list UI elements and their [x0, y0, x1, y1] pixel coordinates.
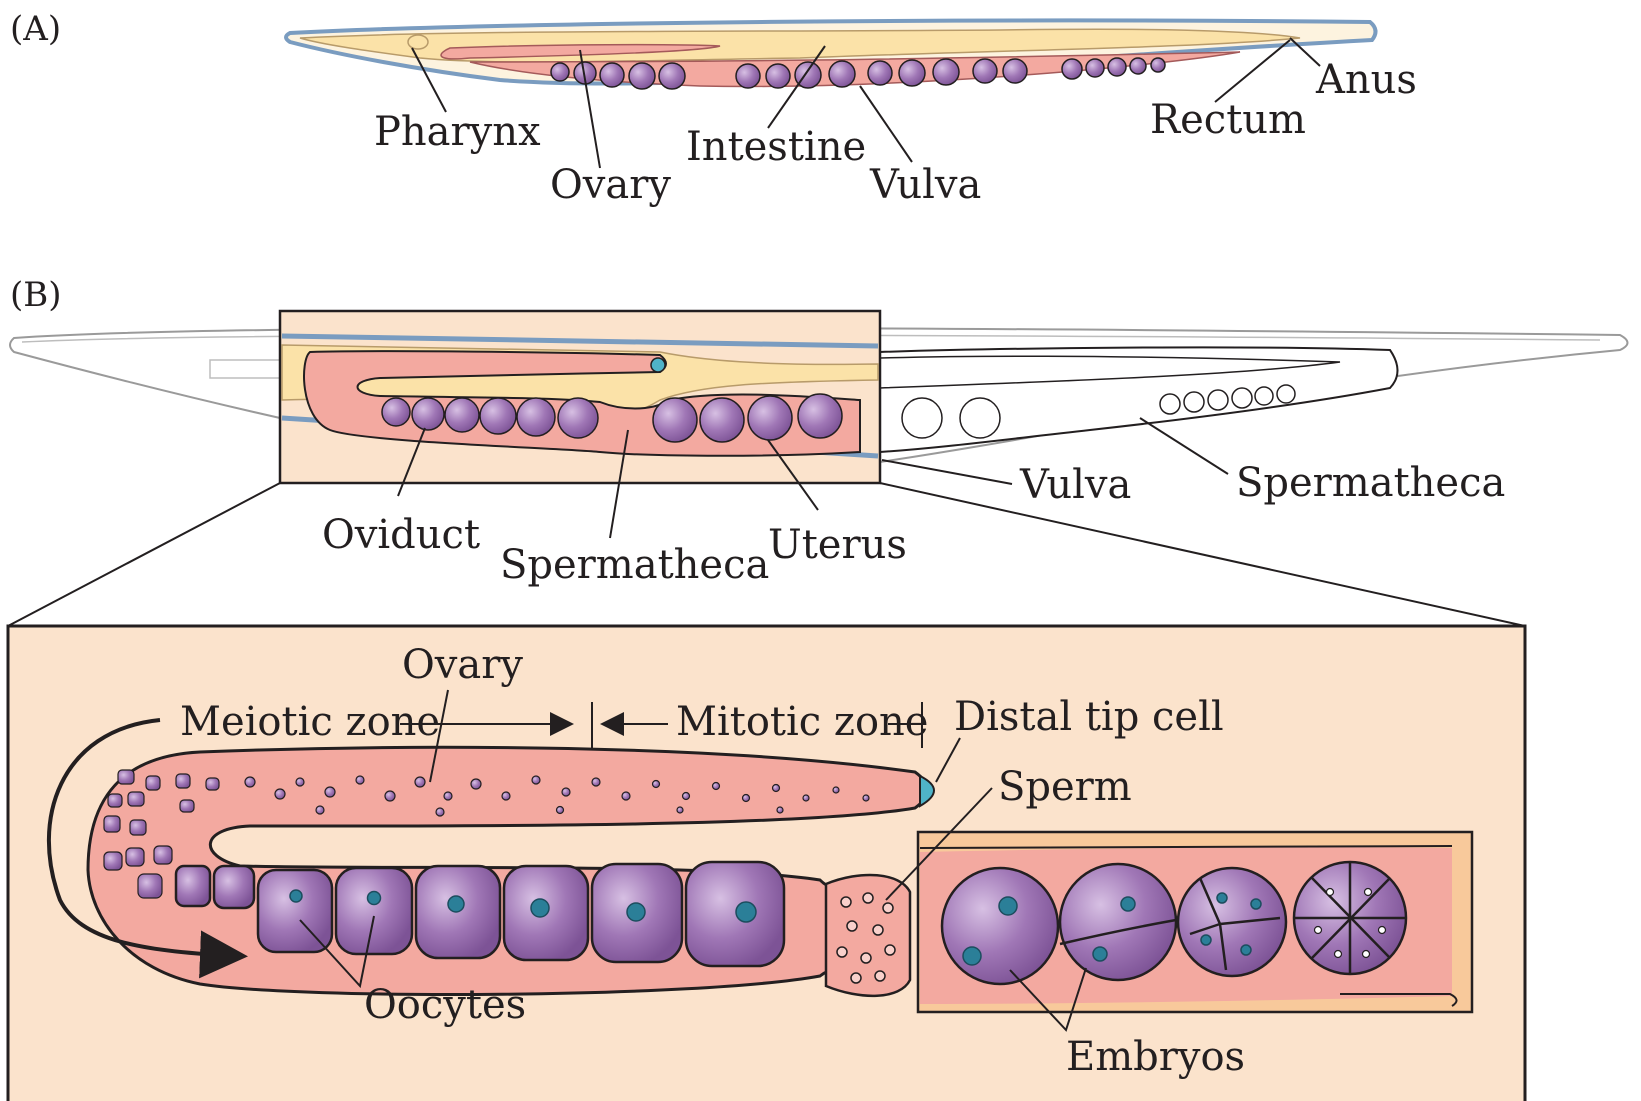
label-vulva-b: Vulva: [1019, 462, 1131, 508]
label-oocytes: Oocytes: [364, 982, 526, 1028]
lead-spermatheca: [1140, 418, 1228, 474]
label-spermatheca-inset: Spermatheca: [500, 542, 769, 588]
panel-a-tag: (A): [10, 9, 61, 49]
worm-b-inset-tip: [651, 358, 665, 372]
lead-vulva-b: [882, 460, 1012, 484]
label-uterus: Uterus: [768, 522, 907, 568]
label-vulva-a: Vulva: [869, 162, 981, 208]
label-pharynx: Pharynx: [374, 109, 541, 155]
label-sperm: Sperm: [998, 764, 1132, 810]
label-meiotic-zone: Meiotic zone: [180, 699, 440, 745]
detail-oocytes: [176, 862, 784, 966]
label-ovary-a: Ovary: [550, 162, 671, 208]
detail-panel: Ovary Meiotic zone Mitotic zone Distal t…: [8, 626, 1525, 1101]
zoom-line-left: [8, 483, 280, 626]
label-rectum: Rectum: [1150, 97, 1306, 143]
panel-b-tag: (B): [10, 275, 62, 315]
panel-b: (B) Oviduct Spermatheca U: [8, 275, 1628, 626]
label-intestine: Intestine: [686, 124, 866, 170]
label-ovary-detail: Ovary: [402, 642, 523, 688]
label-mitotic-zone: Mitotic zone: [676, 699, 928, 745]
label-embryos: Embryos: [1066, 1034, 1245, 1080]
label-spermatheca: Spermatheca: [1236, 460, 1505, 506]
label-oviduct: Oviduct: [322, 512, 480, 558]
worm-a-pharynx-bulb: [408, 35, 428, 49]
lead-vulva-a: [860, 86, 912, 162]
label-distal-tip-cell: Distal tip cell: [954, 694, 1224, 740]
label-anus: Anus: [1315, 57, 1417, 103]
panel-a: (A) Pharynx Ovary Intestine Vulva Rect: [10, 9, 1417, 208]
